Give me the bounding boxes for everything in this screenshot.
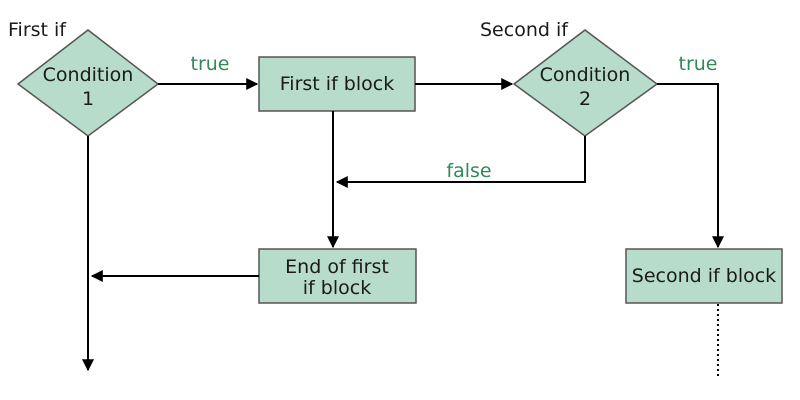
edge-label-true-2: true: [679, 53, 718, 75]
condition-1-text-line2: 1: [82, 88, 94, 110]
condition-1-text-line1: Condition: [43, 64, 134, 86]
end-of-first-if-block-text-line1: End of first: [285, 256, 389, 278]
condition-2-text-line2: 2: [579, 88, 591, 110]
first-if-block-text: First if block: [280, 73, 394, 95]
second-if-label: Second if: [480, 19, 569, 41]
second-if-block: [625, 248, 783, 304]
condition-2-text-line1: Condition: [540, 64, 631, 86]
first-if-label: First if: [8, 19, 67, 41]
edge-label-true-1: true: [191, 53, 230, 75]
end-of-first-if-block-text-line2: if block: [303, 277, 371, 299]
edge-condition2-false: [335, 136, 586, 188]
second-if-block-text: Second if block: [632, 265, 776, 287]
first-if-block: [258, 56, 416, 112]
end-of-first-if-block: [258, 248, 417, 304]
edge-label-false: false: [446, 160, 491, 182]
edge-condition2-to-second-if-block: [657, 83, 724, 249]
